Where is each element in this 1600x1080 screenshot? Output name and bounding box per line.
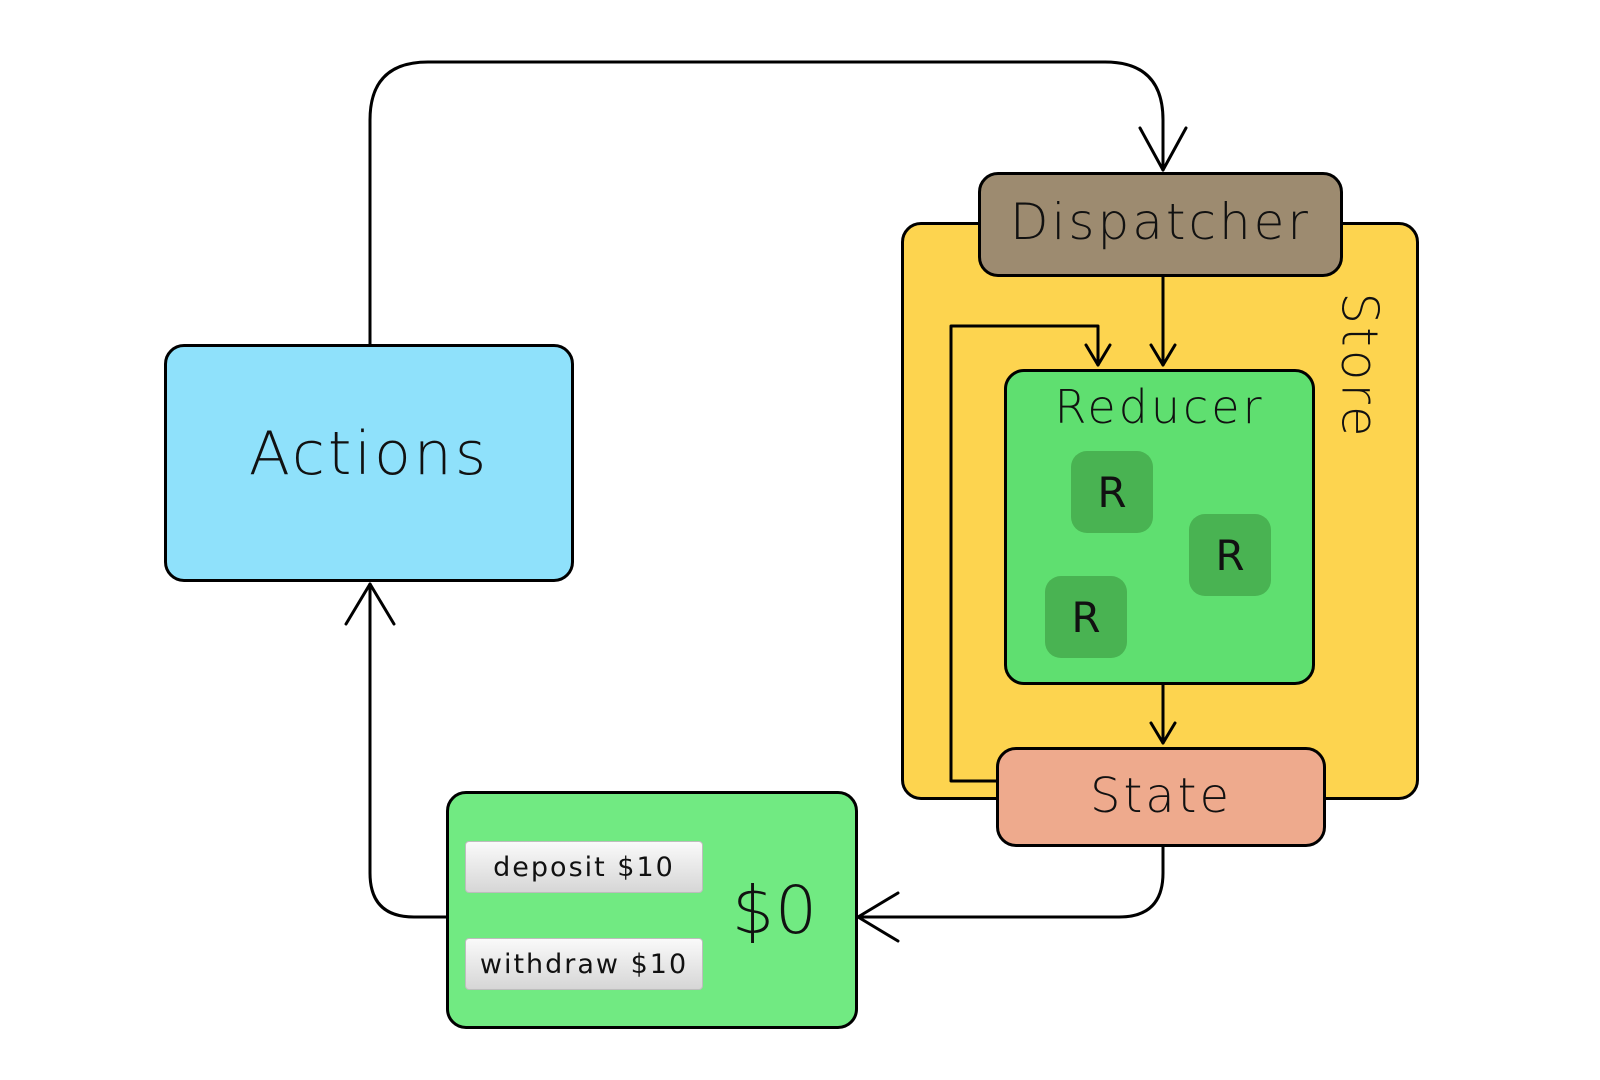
- state-to-reducer-loop: [949, 324, 1100, 783]
- state-label: State: [1089, 768, 1233, 824]
- actions-label: Actions: [248, 419, 490, 489]
- reducer-item: R: [1045, 576, 1127, 658]
- withdraw-button[interactable]: withdraw $10: [465, 938, 703, 990]
- actions-to-dispatcher-arrow: [368, 60, 1165, 346]
- reducer-item: R: [1189, 514, 1271, 596]
- deposit-button[interactable]: deposit $10: [465, 841, 703, 893]
- reducer-item: R: [1071, 451, 1153, 533]
- state-node: State: [996, 747, 1326, 847]
- dispatcher-label: Dispatcher: [1010, 193, 1311, 251]
- actions-arrowhead: [344, 582, 396, 626]
- dispatcher-arrowhead: [1138, 126, 1188, 172]
- state-to-view-arrow: [856, 845, 1165, 919]
- balance-display: $0: [732, 872, 818, 949]
- actions-node: Actions: [164, 344, 574, 582]
- reducer-label: Reducer: [1054, 380, 1265, 434]
- view-arrowhead: [856, 891, 900, 943]
- view-to-actions-arrow: [368, 582, 448, 919]
- dispatcher-node: Dispatcher: [978, 172, 1343, 277]
